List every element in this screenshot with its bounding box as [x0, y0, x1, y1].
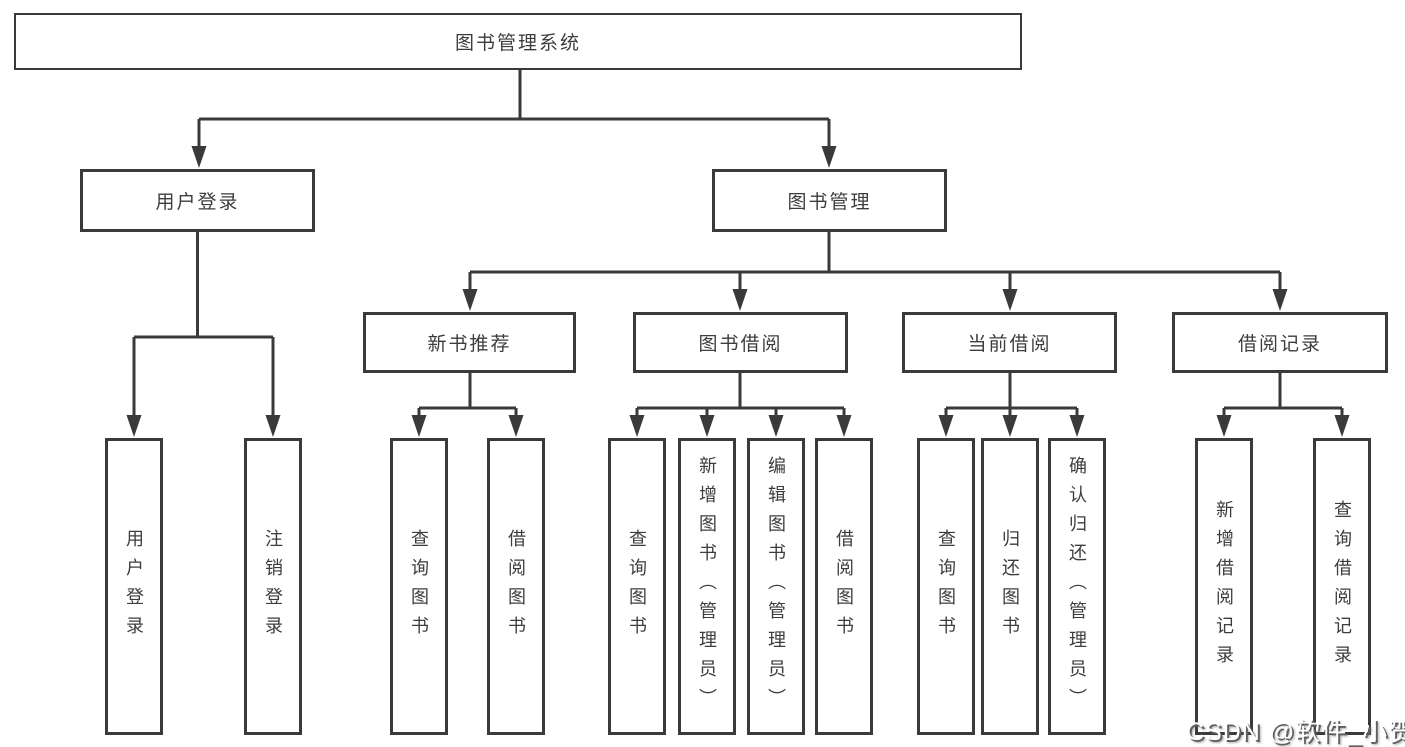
- node-book-management-label: 图书管理: [787, 192, 872, 213]
- node-new-book-recommend-label: 新书推荐: [427, 334, 512, 355]
- leaf-borrow-borrow-books: 借阅图书: [815, 438, 873, 735]
- leaf-current-confirm-return-admin: 确认归还（管理员）: [1048, 438, 1106, 735]
- node-borrow-records: 借阅记录: [1172, 312, 1388, 373]
- node-library-management-system-label: 图书管理系统: [454, 33, 581, 54]
- node-current-borrow-label: 当前借阅: [967, 334, 1052, 355]
- node-library-management-system: 图书管理系统: [14, 13, 1022, 70]
- leaf-borrow-add-books-admin: 新增图书（管理员）: [678, 438, 736, 735]
- leaf-recommend-borrow-books: 借阅图书: [487, 438, 545, 735]
- node-user-login-label: 用户登录: [155, 192, 240, 213]
- leaf-borrow-query-books: 查询图书: [608, 438, 666, 735]
- node-borrow-records-label: 借阅记录: [1237, 334, 1322, 355]
- csdn-watermark: CSDN @软件_小贺同学: [1186, 718, 1405, 746]
- leaf-records-query-borrow-record: 查询借阅记录: [1313, 438, 1371, 735]
- node-current-borrow: 当前借阅: [902, 312, 1117, 373]
- leaf-current-return-books: 归还图书: [981, 438, 1039, 735]
- leaf-records-add-borrow-record: 新增借阅记录: [1195, 438, 1253, 735]
- node-new-book-recommend: 新书推荐: [363, 312, 576, 373]
- leaf-recommend-query-books: 查询图书: [390, 438, 448, 735]
- node-book-management: 图书管理: [712, 169, 947, 232]
- node-book-borrow-label: 图书借阅: [698, 334, 783, 355]
- leaf-current-query-books: 查询图书: [917, 438, 975, 735]
- node-book-borrow: 图书借阅: [633, 312, 848, 373]
- node-user-login: 用户登录: [80, 169, 315, 232]
- leaf-logout: 注销登录: [244, 438, 302, 735]
- leaf-user-login: 用户登录: [105, 438, 163, 735]
- leaf-borrow-edit-books-admin: 编辑图书（管理员）: [747, 438, 805, 735]
